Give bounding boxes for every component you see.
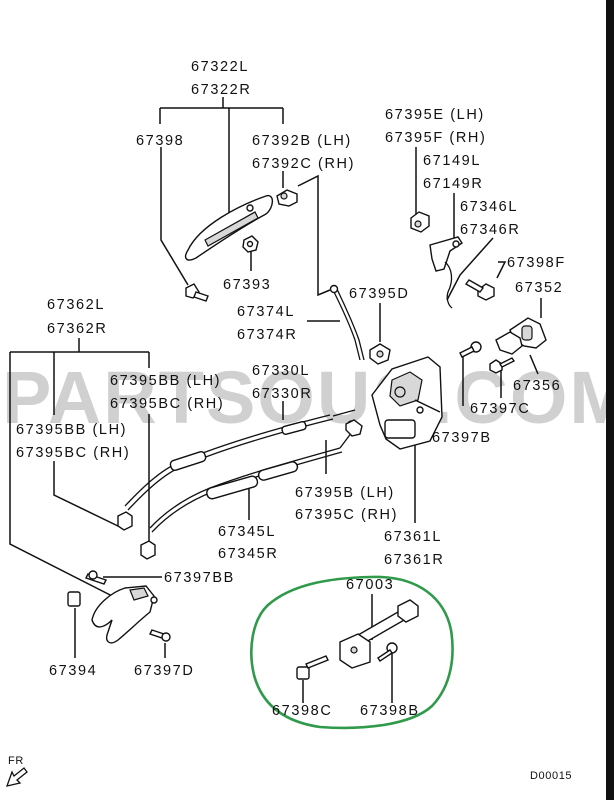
label-67397D: 67397D <box>134 663 194 679</box>
label-67395BB-upper: 67395BB (LH) <box>110 373 221 389</box>
label-67356: 67356 <box>513 378 561 394</box>
label-67395C: 67395C (RH) <box>295 507 398 523</box>
label-67330R: 67330R <box>252 386 312 402</box>
label-67397BB: 67397BB <box>164 570 235 586</box>
label-67398F: 67398F <box>507 255 566 271</box>
front-direction-marker: FR <box>5 755 28 787</box>
label-67393: 67393 <box>223 277 271 293</box>
door-check-67003 <box>339 599 419 669</box>
door-latch-67361 <box>371 356 443 450</box>
shim-67356 <box>495 331 523 355</box>
bolt-67398 <box>185 283 209 302</box>
label-67149L: 67149L <box>423 153 481 169</box>
handle-cap-67392 <box>276 189 298 207</box>
cable-67345 <box>149 420 358 533</box>
label-67398C: 67398C <box>272 703 332 719</box>
inside-handle <box>91 585 158 644</box>
clip-67395E <box>410 211 430 233</box>
screw-67397D <box>149 629 171 642</box>
screw-67397BB <box>85 570 107 585</box>
label-67322R: 67322R <box>191 82 251 98</box>
label-67330L: 67330L <box>252 363 310 379</box>
label-67392C: 67392C (RH) <box>252 156 355 172</box>
part-labels: 67322L 67322R 67398 67392B (LH) 67392C (… <box>16 59 566 719</box>
label-67395E: 67395E (LH) <box>385 107 485 123</box>
label-67395BC-upper: 67395BC (RH) <box>110 396 224 412</box>
label-67346L: 67346L <box>460 199 518 215</box>
label-67003: 67003 <box>346 577 394 593</box>
window-edge <box>606 0 614 800</box>
clip-67395BB-upper <box>117 511 133 531</box>
label-67395BB-lower: 67395BB (LH) <box>16 422 127 438</box>
bolt-67398F <box>464 279 495 301</box>
leader-lines <box>9 97 542 703</box>
label-67374L: 67374L <box>237 304 295 320</box>
nut-67393 <box>242 235 259 253</box>
highlight-circle <box>250 575 454 730</box>
clip-67394 <box>67 591 81 607</box>
rod-67346 <box>444 261 453 309</box>
label-67345L: 67345L <box>218 524 276 540</box>
label-67362L: 67362L <box>47 297 105 313</box>
label-67395B: 67395B (LH) <box>295 485 395 501</box>
label-67397B: 67397B <box>432 430 492 446</box>
label-67352: 67352 <box>515 280 563 296</box>
lever-67149 <box>429 236 463 272</box>
label-67322L: 67322L <box>191 59 249 75</box>
label-67398B: 67398B <box>360 703 420 719</box>
clip-67395B <box>345 419 363 437</box>
label-67361L: 67361L <box>384 529 442 545</box>
label-67395BC-lower: 67395BC (RH) <box>16 445 130 461</box>
label-67395F: 67395F (RH) <box>385 130 486 146</box>
label-67362R: 67362R <box>47 321 107 337</box>
label-67398: 67398 <box>136 133 184 149</box>
bolt-67398B <box>377 642 398 662</box>
outside-handle <box>184 194 274 261</box>
label-67395D: 67395D <box>349 286 409 302</box>
label-67394: 67394 <box>49 663 97 679</box>
cable-67330 <box>124 409 356 511</box>
label-67149R: 67149R <box>423 176 483 192</box>
front-label: FR <box>8 755 24 767</box>
label-67345R: 67345R <box>218 546 278 562</box>
clip-67395D <box>369 343 391 365</box>
label-67374R: 67374R <box>237 327 297 343</box>
front-arrow-icon <box>5 767 28 787</box>
rod-67374 <box>329 284 365 361</box>
label-67346R: 67346R <box>460 222 520 238</box>
label-67392B: 67392B (LH) <box>252 133 352 149</box>
label-67397C: 67397C <box>470 401 530 417</box>
label-67361R: 67361R <box>384 552 444 568</box>
diagram-code: D00015 <box>530 770 572 782</box>
clip-67395BB-lower <box>140 540 156 560</box>
bolt-67397B <box>459 341 482 358</box>
bolt-67398C <box>296 655 329 680</box>
bolt-67397C <box>489 357 516 374</box>
